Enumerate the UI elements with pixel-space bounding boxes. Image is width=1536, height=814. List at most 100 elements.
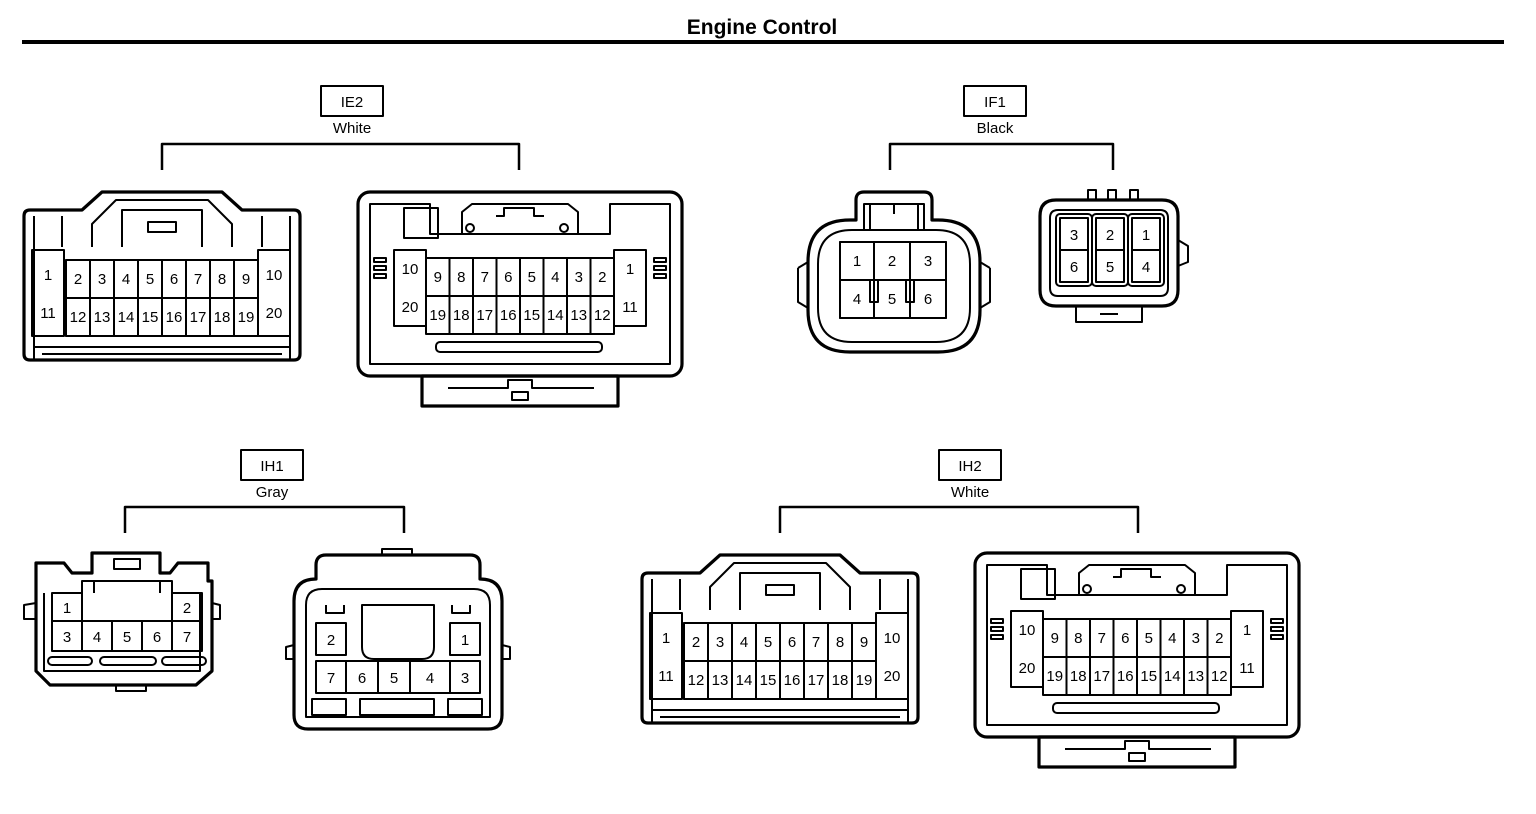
- top-ribs: [1087, 189, 1139, 200]
- pin-number: 5: [764, 634, 772, 651]
- pin-number: 20: [266, 305, 283, 322]
- housing-inner: [817, 229, 971, 343]
- rib-slot: [990, 618, 1004, 624]
- pin-number: 1: [44, 267, 52, 284]
- pin-number: 6: [924, 291, 932, 308]
- pin-number: 9: [242, 271, 250, 288]
- pin-number: 14: [547, 307, 564, 324]
- pin-number: 18: [214, 309, 231, 326]
- latch-outline: [709, 562, 851, 610]
- pin-number: 4: [551, 269, 559, 286]
- bracket-line: [160, 142, 521, 170]
- pin-number: 20: [402, 299, 419, 316]
- pin-number: 18: [1070, 668, 1087, 685]
- latch-outline: [1078, 564, 1196, 595]
- pin-number: 5: [390, 670, 398, 687]
- connector-id: IE2: [341, 94, 364, 111]
- page-title: Engine Control: [687, 16, 838, 39]
- connector-id-box: [938, 449, 1002, 481]
- latch-outline: [863, 203, 925, 230]
- connector-id-box: [963, 85, 1027, 117]
- rib-slot: [653, 257, 667, 263]
- rib-slot: [990, 634, 1004, 640]
- pin-number: 9: [1051, 630, 1059, 647]
- pin-number: 8: [457, 269, 465, 286]
- latch-tab: [325, 605, 471, 614]
- pin-number: 11: [40, 305, 56, 322]
- pin-number: 19: [429, 307, 446, 324]
- pin-number: 9: [434, 269, 442, 286]
- pin-cell: [909, 279, 947, 319]
- connector-housing: [22, 190, 302, 362]
- pin-number: 16: [1117, 668, 1134, 685]
- housing-inner: [986, 564, 1288, 726]
- pin-number: 12: [1211, 668, 1228, 685]
- pin-number: 2: [327, 632, 335, 649]
- rib-slot: [990, 626, 1004, 632]
- pin-number: 15: [760, 672, 777, 689]
- pin-number: 7: [183, 629, 191, 646]
- foot-slot: [1065, 740, 1211, 750]
- connector-housing: [1038, 198, 1180, 308]
- pin-key: [869, 279, 879, 303]
- rib-slot: [1270, 626, 1284, 632]
- pin-number: 19: [1046, 668, 1063, 685]
- pin-cell: [851, 660, 877, 700]
- latch-hole: [1176, 584, 1186, 594]
- pin-number: 19: [856, 672, 873, 689]
- pin-key: [905, 279, 915, 303]
- latch-tab: [147, 221, 177, 233]
- pin-number: 2: [1106, 227, 1114, 244]
- pin-number: 18: [453, 307, 470, 324]
- pin-cell: [589, 295, 615, 335]
- pin-cell: [1059, 249, 1089, 283]
- pin-number: 20: [884, 668, 901, 685]
- side-lug: [979, 261, 991, 309]
- pin-number: 12: [70, 309, 87, 326]
- pin-number: 16: [500, 307, 517, 324]
- rib-slot: [653, 273, 667, 279]
- pin-number: 12: [594, 307, 611, 324]
- foot-slot: [448, 379, 594, 389]
- pin-number: 8: [836, 634, 844, 651]
- pin-number: 1: [662, 630, 670, 647]
- pin-number: 5: [123, 629, 131, 646]
- pin-number: 14: [736, 672, 753, 689]
- pin-number: 2: [888, 253, 896, 270]
- base-slot: [359, 698, 435, 716]
- pin-block: [31, 249, 65, 337]
- bracket-line: [888, 142, 1115, 170]
- pin-number: 6: [504, 269, 512, 286]
- pin-number: 13: [570, 307, 587, 324]
- pin-number: 4: [853, 291, 861, 308]
- pin-number: 8: [1074, 630, 1082, 647]
- pin-number: 3: [1192, 630, 1200, 647]
- bottom-foot: [115, 685, 147, 692]
- foot-tab: [511, 391, 529, 401]
- base-slot: [99, 656, 157, 666]
- pin-number: 5: [888, 291, 896, 308]
- pin-number: 10: [402, 261, 419, 278]
- bottom-foot: [1075, 306, 1143, 323]
- pin-number: 11: [1239, 660, 1255, 677]
- pin-number: 4: [426, 670, 434, 687]
- latch-outline: [361, 604, 435, 660]
- pin-number: 5: [528, 269, 536, 286]
- housing-window: [403, 207, 439, 239]
- rib-slot: [653, 265, 667, 271]
- pin-cell: [233, 297, 259, 337]
- base-slot: [47, 656, 93, 666]
- pin-number: 15: [523, 307, 540, 324]
- housing-rib: [679, 579, 881, 610]
- pin-number: 3: [63, 629, 71, 646]
- latch-tab: [496, 207, 544, 217]
- connector-color: White: [333, 120, 371, 137]
- bracket-line: [123, 505, 406, 533]
- pin-number: 10: [266, 267, 283, 284]
